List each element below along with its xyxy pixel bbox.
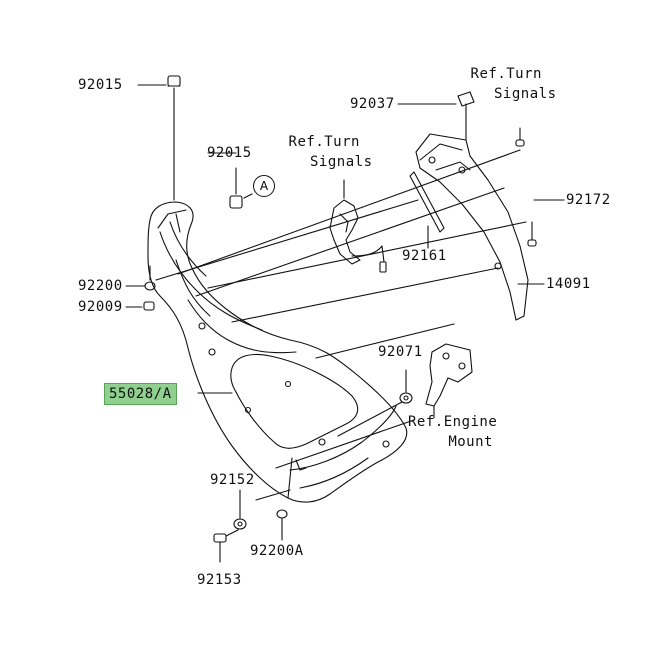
assembly-line: [337, 401, 403, 437]
grommet: [318, 438, 326, 446]
engine-mount-bracket: [425, 343, 473, 419]
washer-92200: [125, 281, 156, 291]
bolt-92015-top: [137, 75, 181, 201]
callout-a: A: [253, 175, 275, 197]
assembly-line: [315, 323, 455, 359]
label-92015-mid: 92015: [207, 145, 252, 161]
assembly-line: [195, 187, 505, 297]
bracket-14091: [415, 91, 529, 321]
collar-92015-mid: [229, 167, 253, 209]
ref-line-2: Signals: [310, 154, 373, 170]
ref-turn-signals-left: Ref.Turn Signals: [276, 132, 373, 172]
assembly-line: [231, 267, 499, 323]
assembly-line: [155, 199, 419, 281]
label-92037: 92037: [350, 96, 395, 112]
label-92152: 92152: [210, 472, 255, 488]
fairing-panel-outline: [147, 201, 408, 503]
assembly-line: [207, 221, 527, 289]
grommet: [244, 406, 252, 414]
washer-92200a: [276, 509, 288, 541]
turn-signal-assembly: [329, 179, 387, 273]
label-92172: 92172: [566, 192, 611, 208]
ref-line-2: Mount: [448, 434, 493, 450]
ref-engine-mount: Ref.Engine Mount: [408, 412, 497, 452]
screw-92172: [527, 221, 537, 247]
label-92200: 92200: [78, 278, 123, 294]
ref-line-1: Ref.Engine: [408, 414, 498, 430]
label-92071: 92071: [378, 344, 423, 360]
label-14091: 14091: [546, 276, 591, 292]
bolt-92153: [213, 529, 239, 563]
label-92015-top: 92015: [78, 77, 123, 93]
label-92200a: 92200A: [250, 543, 304, 559]
fairing-inner-window: [230, 353, 359, 449]
label-92161: 92161: [402, 248, 447, 264]
ref-line-2: Signals: [494, 86, 557, 102]
ref-line-1: Ref.Turn: [470, 66, 542, 82]
grommet: [208, 348, 216, 356]
grommet: [284, 380, 292, 388]
label-92153: 92153: [197, 572, 242, 588]
grommet: [198, 322, 206, 330]
assembly-line: [275, 419, 415, 469]
assembly-line: [255, 489, 291, 501]
ref-line-1: Ref.Turn: [288, 134, 360, 150]
grommet: [382, 440, 390, 448]
screw-top-right: [515, 127, 525, 147]
assembly-line: [177, 149, 521, 275]
washer-92071: [399, 369, 413, 404]
label-92009: 92009: [78, 299, 123, 315]
ref-turn-signals-right: Ref.Turn Signals: [456, 64, 557, 104]
bolt-92009: [125, 265, 155, 311]
label-55028a: 55028/A: [104, 383, 177, 405]
washer-92152: [233, 489, 247, 530]
